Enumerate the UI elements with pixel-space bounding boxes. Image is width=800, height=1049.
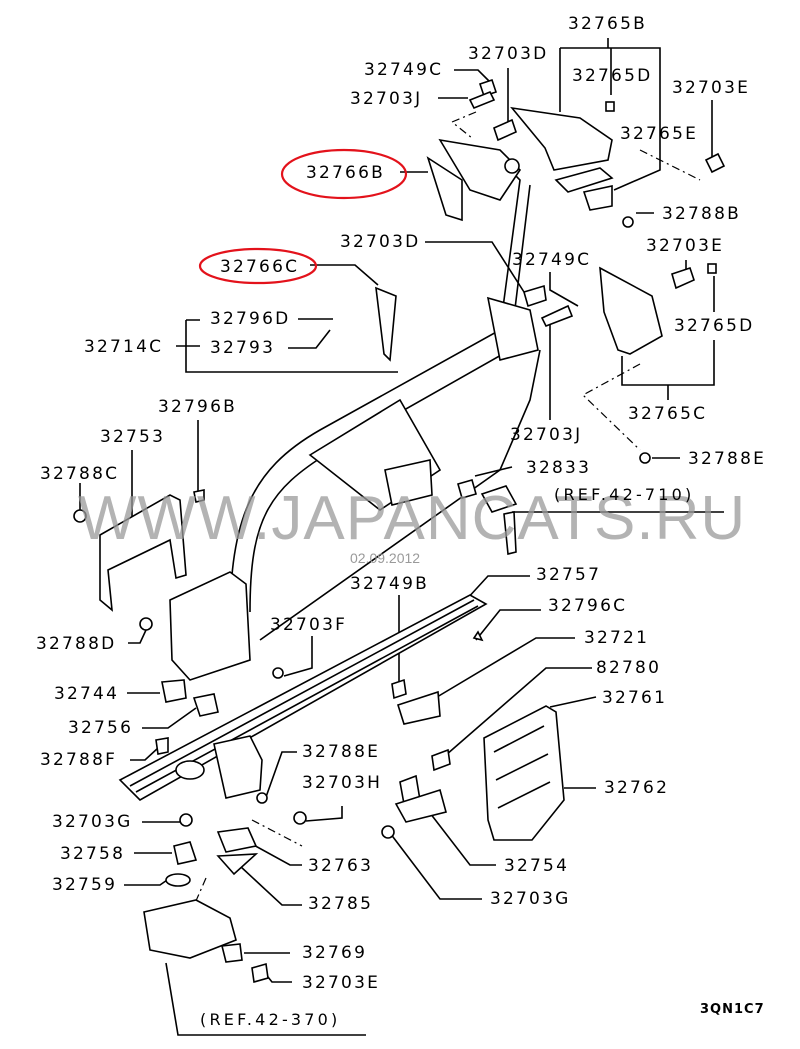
reference-42-710[interactable]: (REF.42-710)	[554, 485, 695, 504]
cover-assembly-upper	[468, 78, 726, 228]
part-label-32703G[interactable]: 32703G	[52, 812, 133, 832]
part-label-32769[interactable]: 32769	[302, 943, 368, 963]
left-brackets	[73, 489, 284, 755]
part-label-32703H[interactable]: 32703H	[302, 773, 383, 793]
lower-left-parts	[143, 792, 307, 984]
watermark: WWW.JAPANCATS.RU	[78, 484, 747, 553]
part-label-32766C[interactable]: 32766C	[220, 257, 300, 277]
part-label-32763[interactable]: 32763	[308, 856, 374, 876]
part-label-32703D[interactable]: 32703D	[468, 44, 549, 64]
part-label-32765B[interactable]: 32765B	[568, 14, 647, 34]
part-label-32765D[interactable]: 32765D	[674, 316, 755, 336]
part-label-32788E[interactable]: 32788E	[302, 742, 381, 762]
part-label-32703F[interactable]: 32703F	[270, 615, 348, 635]
part-label-32762[interactable]: 32762	[604, 778, 670, 798]
part-label-32765D[interactable]: 32765D	[572, 66, 653, 86]
highlight-32766B	[280, 148, 408, 200]
part-label-32714C[interactable]: 32714C	[84, 337, 164, 357]
part-label-32703E[interactable]: 32703E	[672, 78, 751, 98]
part-label-32796D[interactable]: 32796D	[210, 309, 291, 329]
part-label-32753[interactable]: 32753	[100, 427, 166, 447]
part-label-32754[interactable]: 32754	[504, 856, 570, 876]
part-label-32788F[interactable]: 32788F	[40, 750, 118, 770]
highlight-32766C	[198, 247, 318, 285]
part-label-32703G[interactable]: 32703G	[490, 889, 571, 909]
part-label-32765C[interactable]: 32765C	[628, 404, 708, 424]
part-label-32788B[interactable]: 32788B	[662, 204, 741, 224]
illustration-code: 3QN1C7	[700, 1002, 765, 1017]
watermark-date: 02.09.2012	[350, 550, 421, 566]
part-label-32785[interactable]: 32785	[308, 894, 374, 914]
part-label-32788C[interactable]: 32788C	[40, 464, 120, 484]
leader-lines	[79, 38, 724, 1036]
part-label-32793[interactable]: 32793	[210, 338, 276, 358]
part-label-32703J[interactable]: 32703J	[350, 89, 423, 109]
part-label-32703D[interactable]: 32703D	[340, 232, 421, 252]
part-label-32703E[interactable]: 32703E	[302, 973, 381, 993]
part-label-32756[interactable]: 32756	[68, 718, 134, 738]
lock-cylinder	[457, 479, 518, 642]
part-label-32703J[interactable]: 32703J	[510, 425, 583, 445]
part-label-32749C[interactable]: 32749C	[364, 60, 444, 80]
part-label-32761[interactable]: 32761	[602, 688, 668, 708]
part-label-32749B[interactable]: 32749B	[350, 574, 429, 594]
part-label-32833[interactable]: 32833	[526, 458, 592, 478]
part-label-32721[interactable]: 32721	[584, 628, 650, 648]
lower-right-parts	[381, 678, 565, 841]
cover-assembly-lower	[523, 263, 717, 464]
step-rail	[118, 594, 488, 801]
part-label-32788E[interactable]: 32788E	[688, 449, 767, 469]
part-label-32766B[interactable]: 32766B	[306, 163, 385, 183]
part-label-82780[interactable]: 82780	[596, 658, 662, 678]
part-label-32758[interactable]: 32758	[60, 844, 126, 864]
part-label-32796C[interactable]: 32796C	[548, 596, 628, 616]
part-label-32757[interactable]: 32757	[536, 565, 602, 585]
part-label-32759[interactable]: 32759	[52, 875, 118, 895]
part-label-32765E[interactable]: 32765E	[620, 124, 699, 144]
part-label-32744[interactable]: 32744	[54, 684, 120, 704]
part-label-32703E[interactable]: 32703E	[646, 236, 725, 256]
part-label-32788D[interactable]: 32788D	[36, 634, 117, 654]
part-label-32749C[interactable]: 32749C	[512, 250, 592, 270]
part-label-32796B[interactable]: 32796B	[158, 397, 237, 417]
reference-42-370[interactable]: (REF.42-370)	[200, 1010, 341, 1029]
